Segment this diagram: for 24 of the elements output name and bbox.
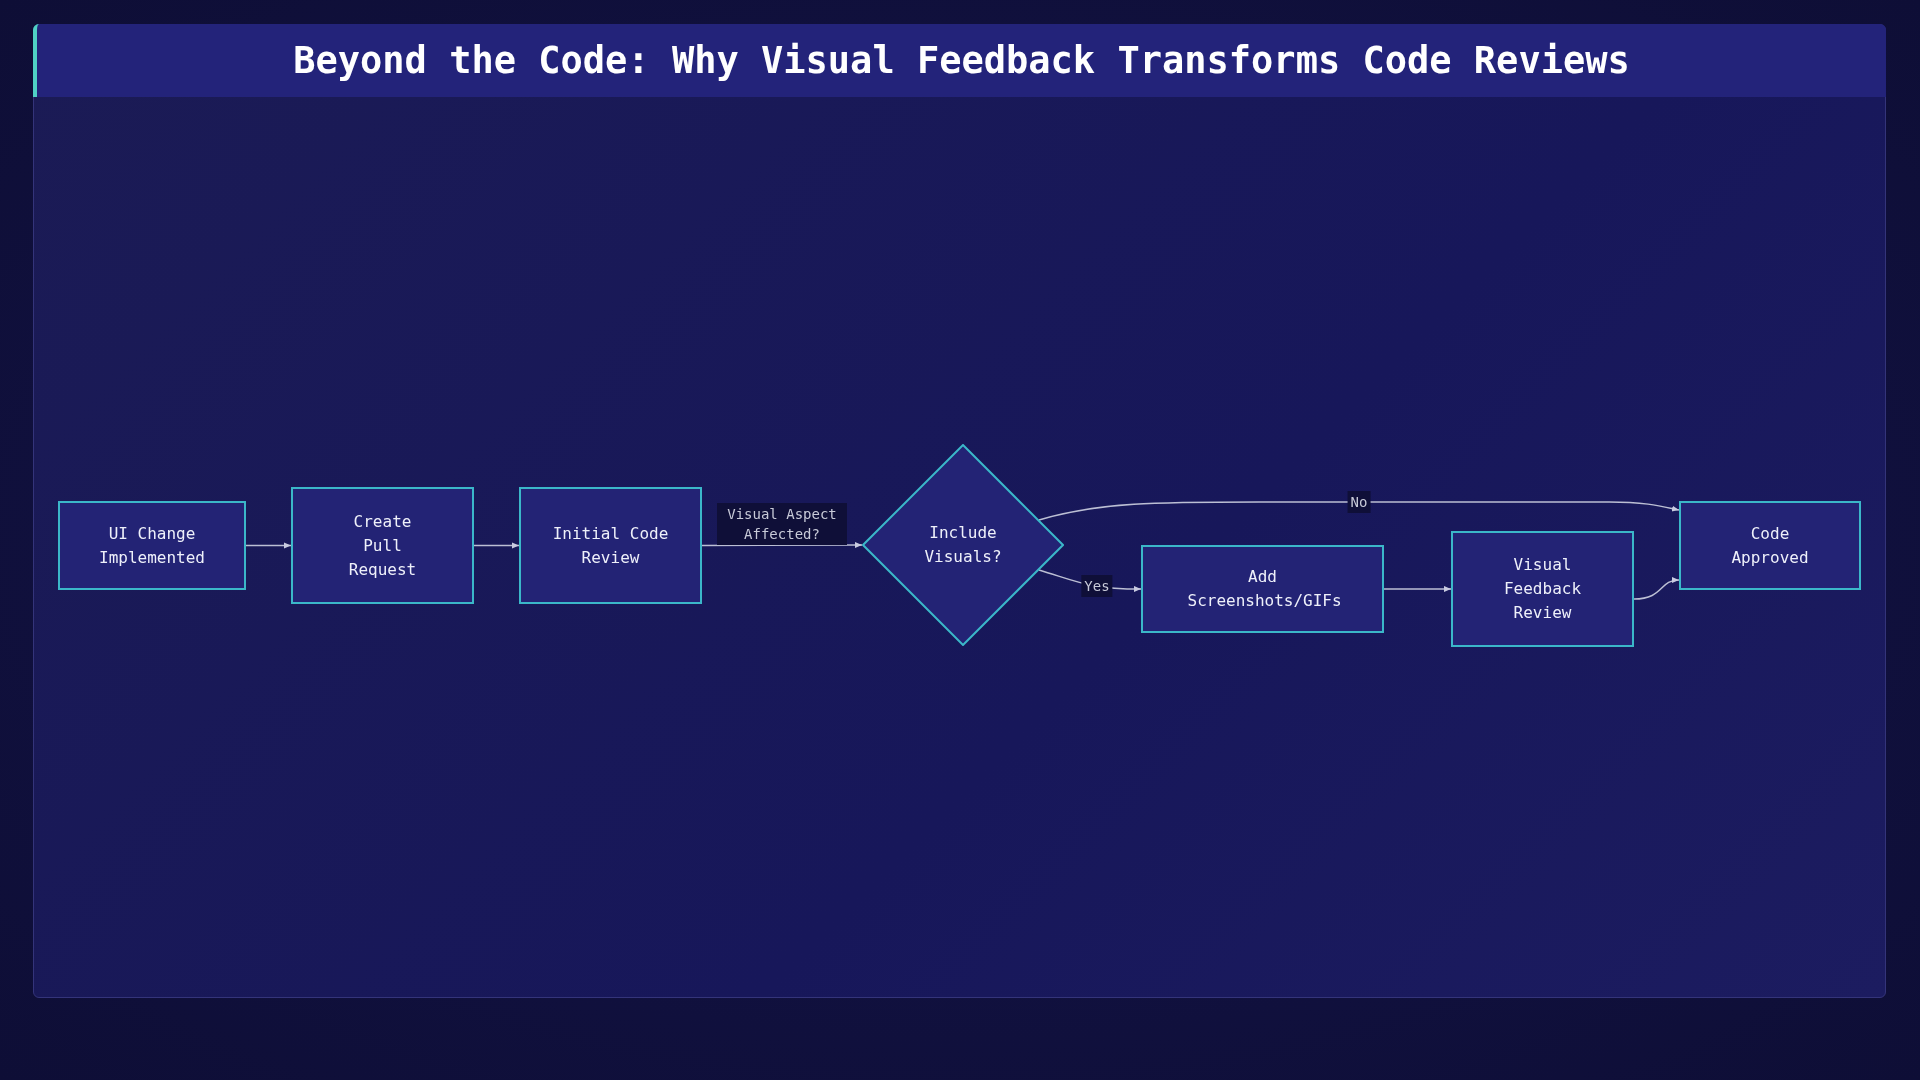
node-label: Include Visuals? xyxy=(923,522,1003,568)
arrow xyxy=(245,542,292,549)
arrow xyxy=(1383,586,1452,592)
process-box xyxy=(291,487,474,604)
process-box xyxy=(1679,501,1861,590)
node-label: Code Approved xyxy=(1730,522,1810,569)
arrow xyxy=(1038,501,1680,521)
arrow xyxy=(473,542,520,549)
edge-label: Yes xyxy=(1081,575,1113,597)
node-label: Create Pull Request xyxy=(347,510,418,581)
node-label: Add Screenshots/GIFs xyxy=(1187,566,1338,612)
process-box xyxy=(1141,545,1384,633)
edge-label: Visual Aspect Affected? xyxy=(717,502,847,545)
edge-label: No xyxy=(1347,491,1371,513)
decision-diamond xyxy=(862,444,1064,646)
node-label: Visual Feedback Review xyxy=(1502,554,1583,624)
node-label: UI Change Implemented xyxy=(98,522,206,569)
title: Beyond the Code: Why Visual Feedback Transforms Code Reviews xyxy=(33,24,1886,97)
arrow xyxy=(1633,577,1680,600)
process-box xyxy=(1451,531,1634,647)
process-box xyxy=(519,487,702,604)
arrow xyxy=(701,542,863,548)
node-label: Initial Code Review xyxy=(551,522,670,569)
process-box xyxy=(58,501,246,590)
